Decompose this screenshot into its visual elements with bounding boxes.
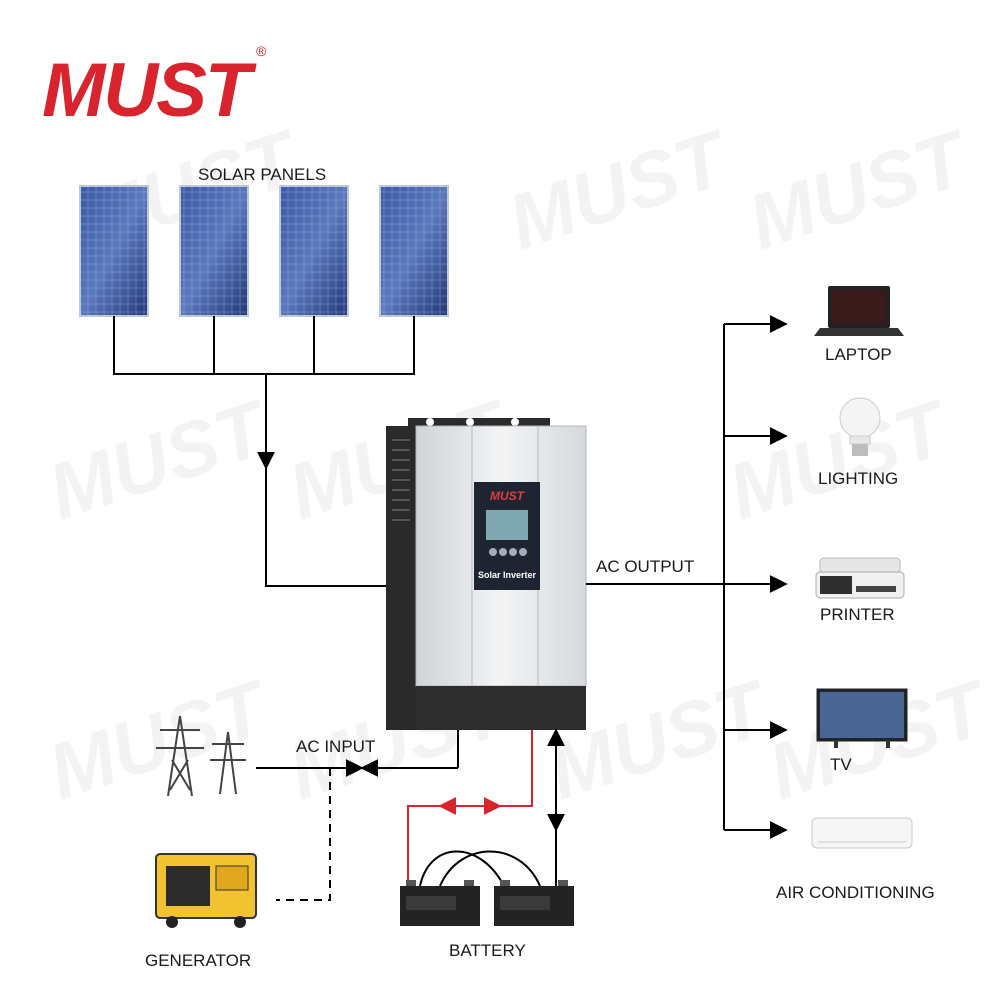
registered-mark: ®: [256, 43, 267, 59]
solar-panel-icon: [279, 185, 349, 317]
svg-text:MUST: MUST: [738, 112, 981, 266]
ac-input-wiring: [256, 730, 459, 901]
svg-text:MUST: MUST: [718, 382, 961, 536]
air-conditioner-icon: [811, 817, 913, 849]
ac-input-label: AC INPUT: [296, 737, 375, 756]
svg-text:MUST: MUST: [38, 662, 281, 816]
solar-panel-icon: [79, 185, 149, 317]
solar-panels: [79, 185, 449, 317]
ac-output-wiring: [586, 315, 788, 839]
load-label-lighting: LIGHTING: [818, 469, 898, 488]
battery-icon: [400, 880, 480, 926]
battery-label: BATTERY: [449, 941, 526, 960]
panel-wiring: [113, 316, 415, 587]
brand-logo: MUST ®: [42, 43, 267, 133]
solar-panel-icon: [179, 185, 249, 317]
brand-logo-text: MUST: [42, 48, 257, 133]
svg-text:MUST: MUST: [498, 112, 741, 266]
generator-label: GENERATOR: [145, 951, 251, 970]
inverter-label: Solar Inverter: [478, 570, 537, 580]
power-tower-icon: [156, 715, 246, 797]
battery-icon: [494, 880, 574, 926]
inverter-brand: MUST: [490, 489, 526, 503]
battery-wiring: [407, 728, 565, 887]
solar-inverter: MUST Solar Inverter: [386, 418, 587, 730]
ac-output-label: AC OUTPUT: [596, 557, 694, 576]
solar-panel-icon: [379, 185, 449, 317]
solar-panels-label: SOLAR PANELS: [198, 165, 326, 184]
load-label-tv: TV: [830, 755, 852, 774]
laptop-icon: [814, 286, 904, 336]
light-bulb-icon: [839, 397, 881, 456]
load-label-air-conditioning: AIR CONDITIONING: [776, 883, 935, 902]
lcd-screen: [486, 510, 528, 540]
generator-icon: [155, 853, 257, 928]
tv-icon: [816, 688, 908, 748]
load-label-laptop: LAPTOP: [825, 345, 892, 364]
printer-icon: [815, 557, 905, 599]
load-label-printer: PRINTER: [820, 605, 895, 624]
svg-text:MUST: MUST: [38, 382, 281, 536]
